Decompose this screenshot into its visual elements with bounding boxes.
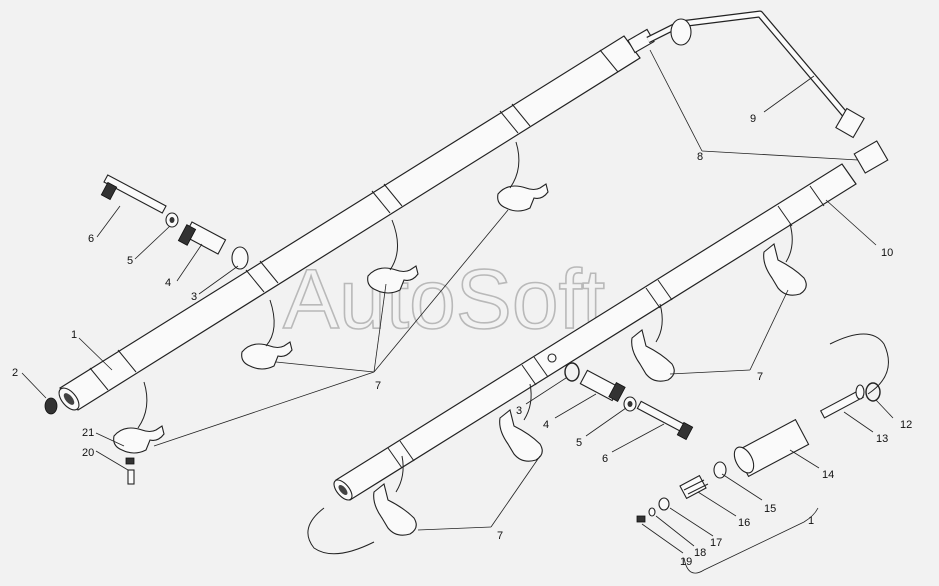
plunger-assembly — [44, 382, 881, 523]
callout-21: 21 — [82, 427, 94, 439]
callout-3-left: 3 — [191, 291, 197, 303]
shift-forks — [113, 183, 807, 536]
callout-7-bottom: 7 — [497, 530, 503, 542]
callout-4-left: 4 — [165, 277, 171, 289]
callout-3-mid: 3 — [516, 405, 522, 417]
callout-14: 14 — [822, 469, 834, 481]
callout-1-left: 1 — [71, 329, 77, 341]
connecting-pipe — [646, 10, 889, 174]
callout-1-assembly: 1 — [808, 515, 814, 527]
callout-12: 12 — [900, 419, 912, 431]
upper-shaft — [58, 28, 655, 411]
callout-labels: 1 2 3 4 5 6 7 7 7 8 9 10 3 4 5 6 1 12 13… — [12, 113, 912, 568]
callout-5-mid: 5 — [576, 437, 582, 449]
callout-7-top: 7 — [375, 380, 381, 392]
middle-fitting-set — [564, 362, 694, 441]
callout-9: 9 — [750, 113, 756, 125]
callout-6-mid: 6 — [602, 453, 608, 465]
lower-shaft — [333, 163, 857, 501]
watermark-text: AutoSoft — [283, 252, 605, 346]
callout-15: 15 — [764, 503, 776, 515]
callout-16: 16 — [738, 517, 750, 529]
callout-7-right: 7 — [757, 371, 763, 383]
callout-18: 18 — [694, 547, 706, 559]
callout-17: 17 — [710, 537, 722, 549]
callout-5-left: 5 — [127, 255, 133, 267]
callout-10: 10 — [881, 247, 893, 259]
callout-4-mid: 4 — [543, 419, 549, 431]
left-fitting-set — [100, 174, 249, 270]
assembly-arrows — [137, 141, 889, 555]
callout-13: 13 — [876, 433, 888, 445]
callout-20: 20 — [82, 447, 94, 459]
callout-8: 8 — [697, 151, 703, 163]
callout-2: 2 — [12, 367, 18, 379]
callout-19: 19 — [680, 556, 692, 568]
callout-6-left: 6 — [88, 233, 94, 245]
leader-lines — [21, 49, 894, 554]
